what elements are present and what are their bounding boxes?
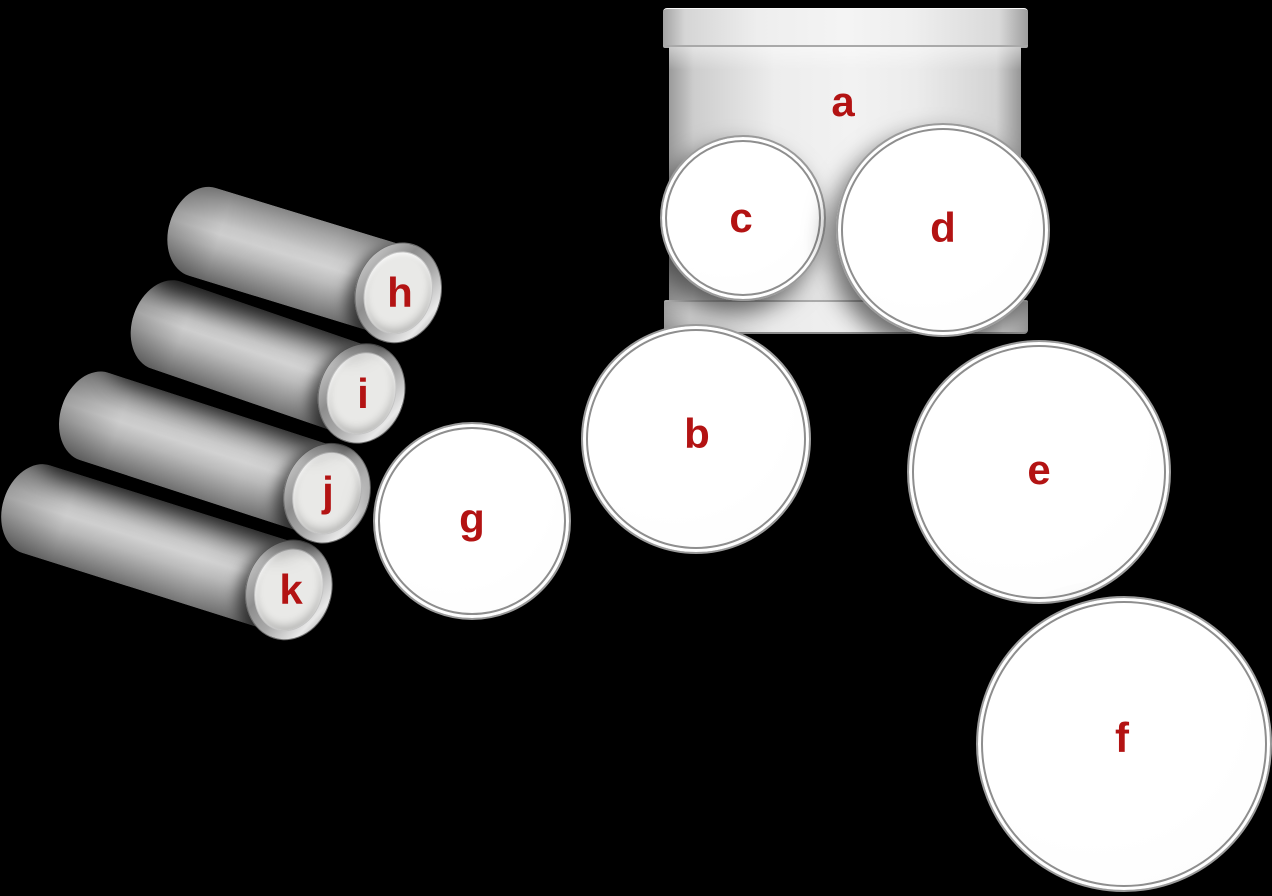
circle-f [976,596,1272,892]
label-i: i [357,370,369,417]
cylinder-a-lid [663,8,1028,48]
label-e: e [1027,446,1051,493]
label-j: j [322,468,334,515]
label-g: g [459,495,485,542]
label-f: f [1115,714,1129,761]
label-b: b [684,410,710,457]
circle-g [373,422,571,620]
circle-e [907,340,1171,604]
circle-d [836,123,1050,337]
label-c: c [729,194,753,241]
label-d: d [930,204,956,251]
label-h: h [387,269,413,316]
label-k: k [279,566,303,613]
label-a: a [831,78,855,125]
circle-c [660,135,826,301]
circle-b [581,324,811,554]
